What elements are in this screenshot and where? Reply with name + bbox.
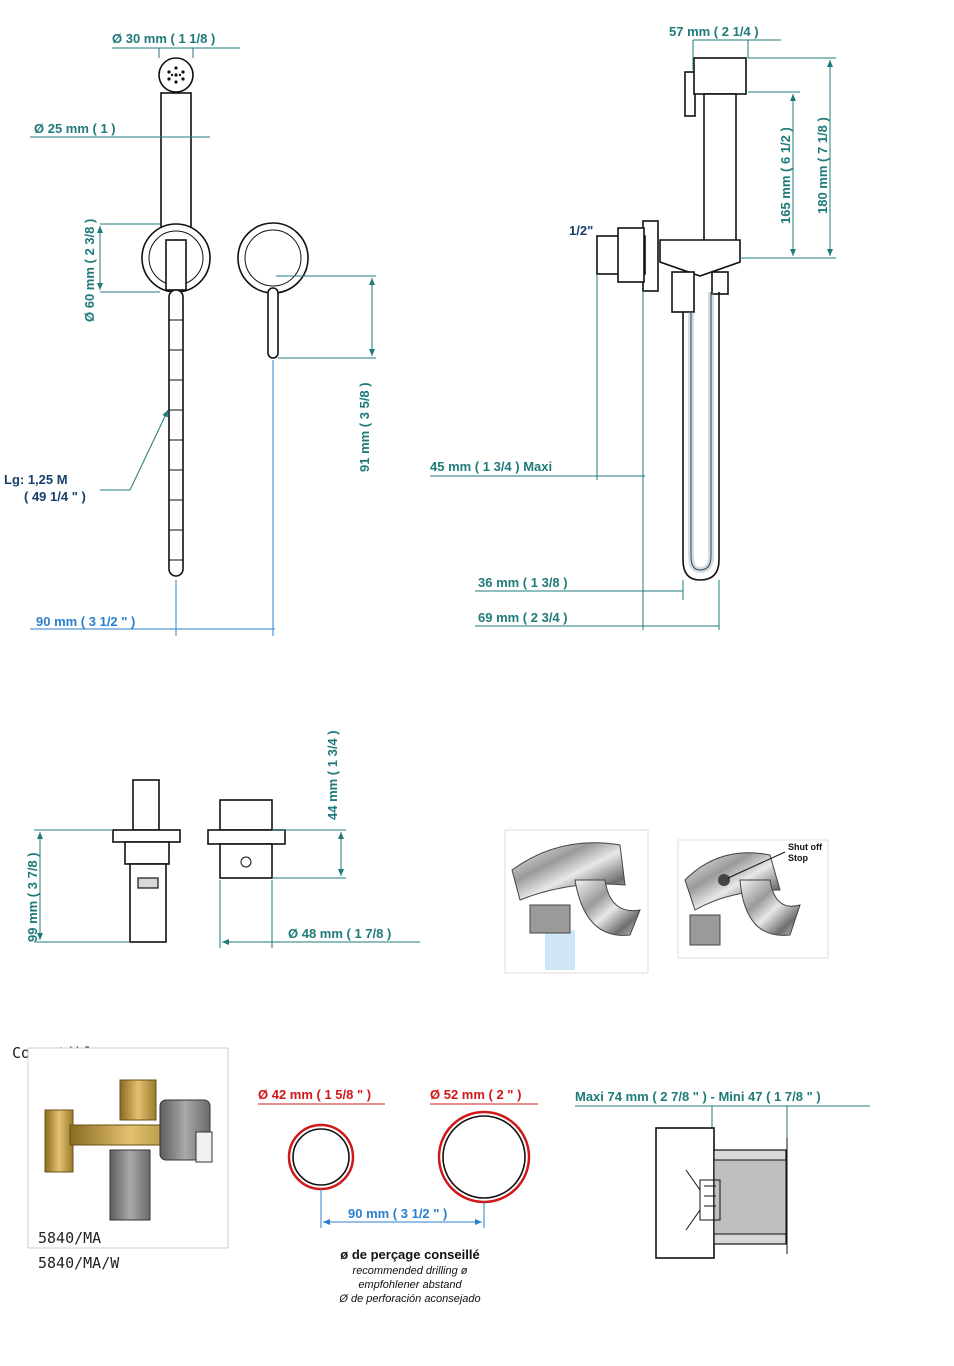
compatible-ref-1: 5840/MA (38, 1229, 101, 1247)
compatible-section: Compatible avec 5840/MA 5840/MA/W (12, 1044, 229, 1272)
side-inlet-nut (617, 227, 645, 283)
spray-holes (167, 66, 185, 84)
valve-flange (112, 829, 181, 843)
valve-lever (267, 287, 279, 359)
wall-section: Maxi 74 mm ( 2 7/8 " ) - Mini 47 ( 1 7/8… (575, 1089, 870, 1259)
dim-165mm: 165 mm ( 6 1/2 ) (778, 127, 793, 224)
dim-30mm: Ø 30 mm ( 1 1/8 ) (112, 31, 215, 46)
dim-180mm: 180 mm ( 7 1/8 ) (815, 117, 830, 214)
dim-60mm: Ø 60 mm ( 2 3/8 ) (82, 219, 97, 322)
dim-36mm: 36 mm ( 1 3/8 ) (478, 575, 568, 590)
dim-44mm: 44 mm ( 1 3/4 ) (325, 730, 340, 820)
stop-label: Stop (788, 853, 808, 863)
section-cartridge (685, 1169, 721, 1231)
dim-91mm: 91 mm ( 3 5/8 ) (357, 382, 372, 472)
valve-front-hole (240, 856, 252, 868)
shutoff-stop-icon (718, 874, 730, 886)
dim-99mm: 99 mm ( 3 7/8 ) (25, 852, 40, 942)
drilling-en: recommended drilling ø (353, 1265, 468, 1277)
valve-front-body (219, 843, 273, 879)
valve-front-cap (219, 799, 273, 831)
dim-52mm: Ø 52 mm ( 2 " ) (430, 1087, 521, 1102)
dim-48mm: Ø 48 mm ( 1 7/8 ) (288, 926, 391, 941)
valve-front-flange (207, 829, 286, 845)
dim-90mm-spacing: 90 mm ( 3 1/2 " ) (36, 614, 135, 629)
drilling-de: empfohlener abstand (358, 1279, 462, 1291)
valve-rosette (237, 222, 309, 294)
dim-69mm: 69 mm ( 2 3/4 ) (478, 610, 568, 625)
side-hose-inner (690, 292, 712, 571)
shutoff-label: Shut off (788, 842, 823, 852)
holder-photo-1 (504, 829, 649, 974)
valve-body-views: 44 mm ( 1 3/4 ) 99 mm ( 3 7/8 ) Ø 48 mm … (25, 730, 420, 948)
dim-45mm: 45 mm ( 1 3/4 ) Maxi (430, 459, 552, 474)
thread-size-label: 1/2" (569, 223, 593, 238)
valve-spindle (132, 779, 160, 831)
drill-hole-52 (437, 1110, 531, 1204)
front-view: Ø 30 mm ( 1 1/8 ) Ø 25 mm ( 1 ) Ø 60 mm … (4, 31, 376, 636)
valve-collar (124, 841, 170, 865)
hose-length-label: Lg: 1,25 M (4, 472, 68, 487)
valve-cartridge (129, 863, 167, 943)
dim-maxi-mini: Maxi 74 mm ( 2 7/8 " ) - Mini 47 ( 1 7/8… (575, 1089, 821, 1104)
holder-photo-2: Shut off Stop (677, 839, 829, 959)
side-hose-nut (711, 271, 729, 295)
valve-rosette-inner (244, 229, 302, 287)
side-head (693, 57, 747, 95)
drilling-title: ø de perçage conseillé (340, 1247, 479, 1262)
dim-42mm: Ø 42 mm ( 1 5/8 " ) (258, 1087, 371, 1102)
side-hose-outer (682, 292, 720, 581)
dim-90mm-holes: 90 mm ( 3 1/2 " ) (348, 1206, 447, 1221)
dim-57mm: 57 mm ( 2 1/4 ) (669, 24, 759, 39)
dim-25mm: Ø 25 mm ( 1 ) (34, 121, 116, 136)
drill-hole-42 (287, 1123, 355, 1191)
handset-body (160, 92, 192, 234)
lg-leader (129, 409, 169, 491)
side-view: 57 mm ( 2 1/4 ) 165 mm ( 6 1/2 ) 180 mm … (430, 24, 836, 630)
side-connector (671, 271, 695, 313)
hose-length-inches: ( 49 1/4 " ) (24, 489, 86, 504)
compatible-ref-2: 5840/MA/W (38, 1254, 120, 1272)
hose (168, 289, 184, 577)
side-handset-body (703, 93, 737, 245)
section-rosette (655, 1127, 715, 1259)
holder-bracket (165, 239, 187, 291)
side-holder (659, 239, 741, 277)
drilling-es: Ø de perforación aconsejado (338, 1293, 480, 1305)
drilling-section: Ø 42 mm ( 1 5/8 " ) Ø 52 mm ( 2 " ) 90 m… (258, 1087, 538, 1305)
hose-segments (169, 319, 183, 561)
